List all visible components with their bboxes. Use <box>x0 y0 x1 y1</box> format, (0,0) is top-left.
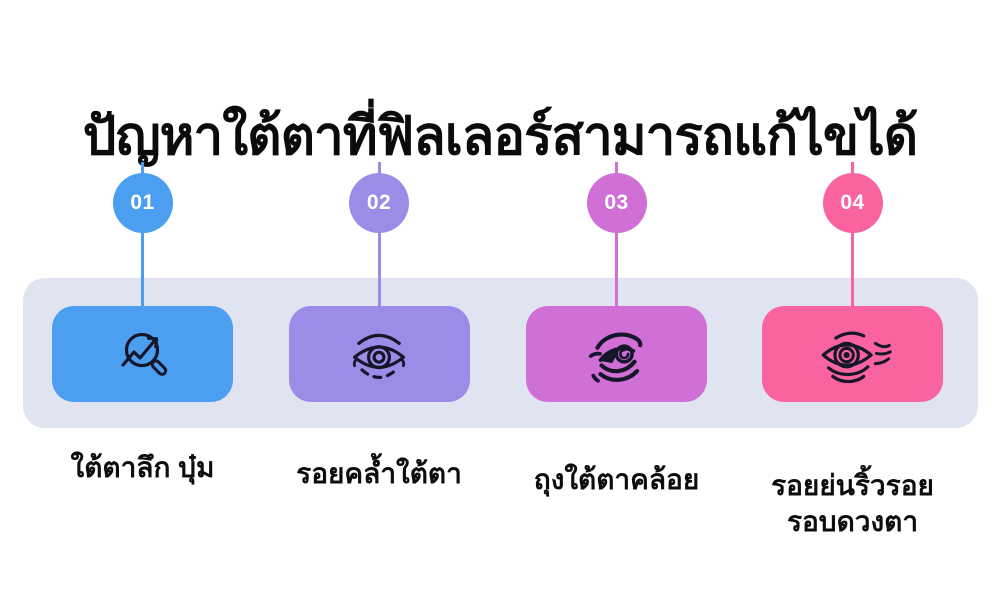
step-number-badge: 02 <box>349 173 409 233</box>
item-label: รอยย่นริ้วรอย รอบดวงตา <box>771 470 934 537</box>
item-card <box>288 306 470 402</box>
connector-line <box>851 162 854 308</box>
step-number: 04 <box>840 191 865 214</box>
step-number: 01 <box>130 191 155 214</box>
step-number-badge: 01 <box>112 173 173 233</box>
step-number-badge: 03 <box>586 173 647 233</box>
item-card <box>762 306 943 402</box>
page-title: ปัญหาใต้ตาที่ฟิลเลอร์สามารถแก้ไขได้ <box>82 106 918 166</box>
step-number: 03 <box>604 191 629 214</box>
item-label: รอยคล้ำใต้ตา <box>296 458 462 489</box>
item-card <box>52 306 233 402</box>
item-label: ถุงใต้ตาคล้อย <box>533 464 700 495</box>
eye-dark-circles-icon <box>352 333 406 379</box>
item-label: ใต้ตาลึก บุ๋ม <box>70 452 215 483</box>
under-eye-bag-icon <box>588 332 642 383</box>
step-number: 02 <box>366 191 392 214</box>
eye-wrinkles-icon <box>821 331 892 384</box>
connector-line <box>615 162 618 308</box>
item-card <box>526 306 707 402</box>
magnifier-trend-icon <box>120 332 167 376</box>
connector-line <box>377 162 381 308</box>
step-number-badge: 04 <box>822 173 883 233</box>
connector-line <box>141 162 144 308</box>
